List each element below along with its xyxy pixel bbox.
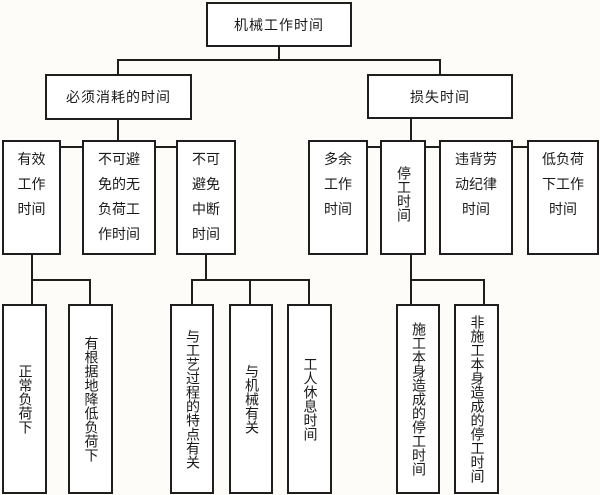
connector	[31, 279, 33, 305]
node-non-construction-caused-downtime: 非施工本身造成的停工时间	[454, 304, 499, 494]
node-label: 与机械有关	[243, 364, 259, 434]
connector	[483, 279, 485, 305]
node-label-line: 时间	[17, 202, 46, 218]
node-effective-work-time: 有效 工作 时间	[2, 140, 61, 255]
connector	[117, 119, 119, 148]
node-label: 非施工本身造成的停工时间	[468, 315, 485, 483]
node-process-related: 与工艺过程的特点有关	[170, 304, 214, 494]
connector	[410, 279, 485, 281]
node-label: 与工艺过程的特点有关	[184, 329, 200, 469]
connector	[410, 118, 412, 148]
node-unavoidable-interruption-time: 不可 避免 中断 时间	[176, 140, 236, 255]
root-node: 机械工作时间	[206, 2, 352, 47]
node-label-line: 不可	[192, 152, 220, 168]
node-normal-load: 正常负荷下	[2, 304, 47, 494]
node-machine-related: 与机械有关	[229, 304, 273, 494]
node-label-line: 时间	[324, 202, 352, 218]
connector	[31, 279, 91, 281]
node-label-line: 下工作	[542, 177, 584, 193]
connector	[249, 279, 251, 305]
node-worker-rest-time: 工人休息时间	[287, 304, 332, 494]
connector	[205, 254, 207, 280]
node-label: 必须消耗的时间	[66, 90, 171, 106]
node-excess-work-time: 多余 工作 时间	[308, 140, 368, 255]
node-label-line: 作时间	[98, 227, 140, 243]
node-label-line: 多余	[324, 152, 352, 168]
node-label-line: 有效	[17, 152, 46, 168]
node-necessary-time: 必须消耗的时间	[45, 74, 192, 120]
node-label-line: 工作	[324, 177, 352, 193]
root-label: 机械工作时间	[234, 17, 324, 34]
node-label-line: 时间	[549, 202, 577, 218]
connector	[410, 279, 412, 305]
connector	[191, 279, 193, 305]
node-label-line: 工作	[17, 177, 46, 193]
node-unavoidable-idle-time: 不可避 免的无 负荷工 作时间	[82, 140, 156, 255]
node-justified-reduced-load: 有根据地降低负荷下	[68, 304, 113, 494]
connector	[117, 59, 441, 61]
node-label-line: 违背劳	[455, 152, 497, 168]
node-label-line: 低负荷	[542, 152, 584, 168]
node-label: 正常负荷下	[16, 364, 33, 434]
connector	[439, 59, 441, 75]
node-label: 施工本身造成的停工时间	[410, 322, 426, 476]
node-label-line: 免的无	[98, 177, 140, 193]
node-label: 有根据地降低负荷下	[82, 336, 99, 462]
connector	[117, 59, 119, 75]
node-label-line: 动纪律	[455, 177, 497, 193]
node-label-line: 避免	[192, 177, 220, 193]
connector	[410, 254, 412, 280]
node-low-load-work-time: 低负荷 下工作 时间	[527, 140, 599, 255]
node-label-line: 时间	[462, 202, 490, 218]
node-label-line: 时间	[192, 227, 220, 243]
node-downtime: 停工时间	[380, 140, 426, 255]
node-label-line: 不可避	[98, 152, 140, 168]
node-label: 损失时间	[410, 89, 470, 106]
node-label-line: 负荷工	[98, 202, 140, 218]
connector	[31, 254, 33, 280]
connector	[278, 46, 280, 61]
node-label: 停工时间	[395, 166, 411, 222]
node-lost-time: 损失时间	[367, 74, 513, 119]
connector	[89, 279, 91, 305]
connector	[308, 279, 310, 305]
node-label: 工人休息时间	[301, 357, 318, 441]
node-labor-discipline-violation-time: 违背劳 动纪律 时间	[439, 140, 513, 255]
node-label-line: 中断	[192, 202, 220, 218]
node-construction-caused-downtime: 施工本身造成的停工时间	[396, 304, 440, 494]
